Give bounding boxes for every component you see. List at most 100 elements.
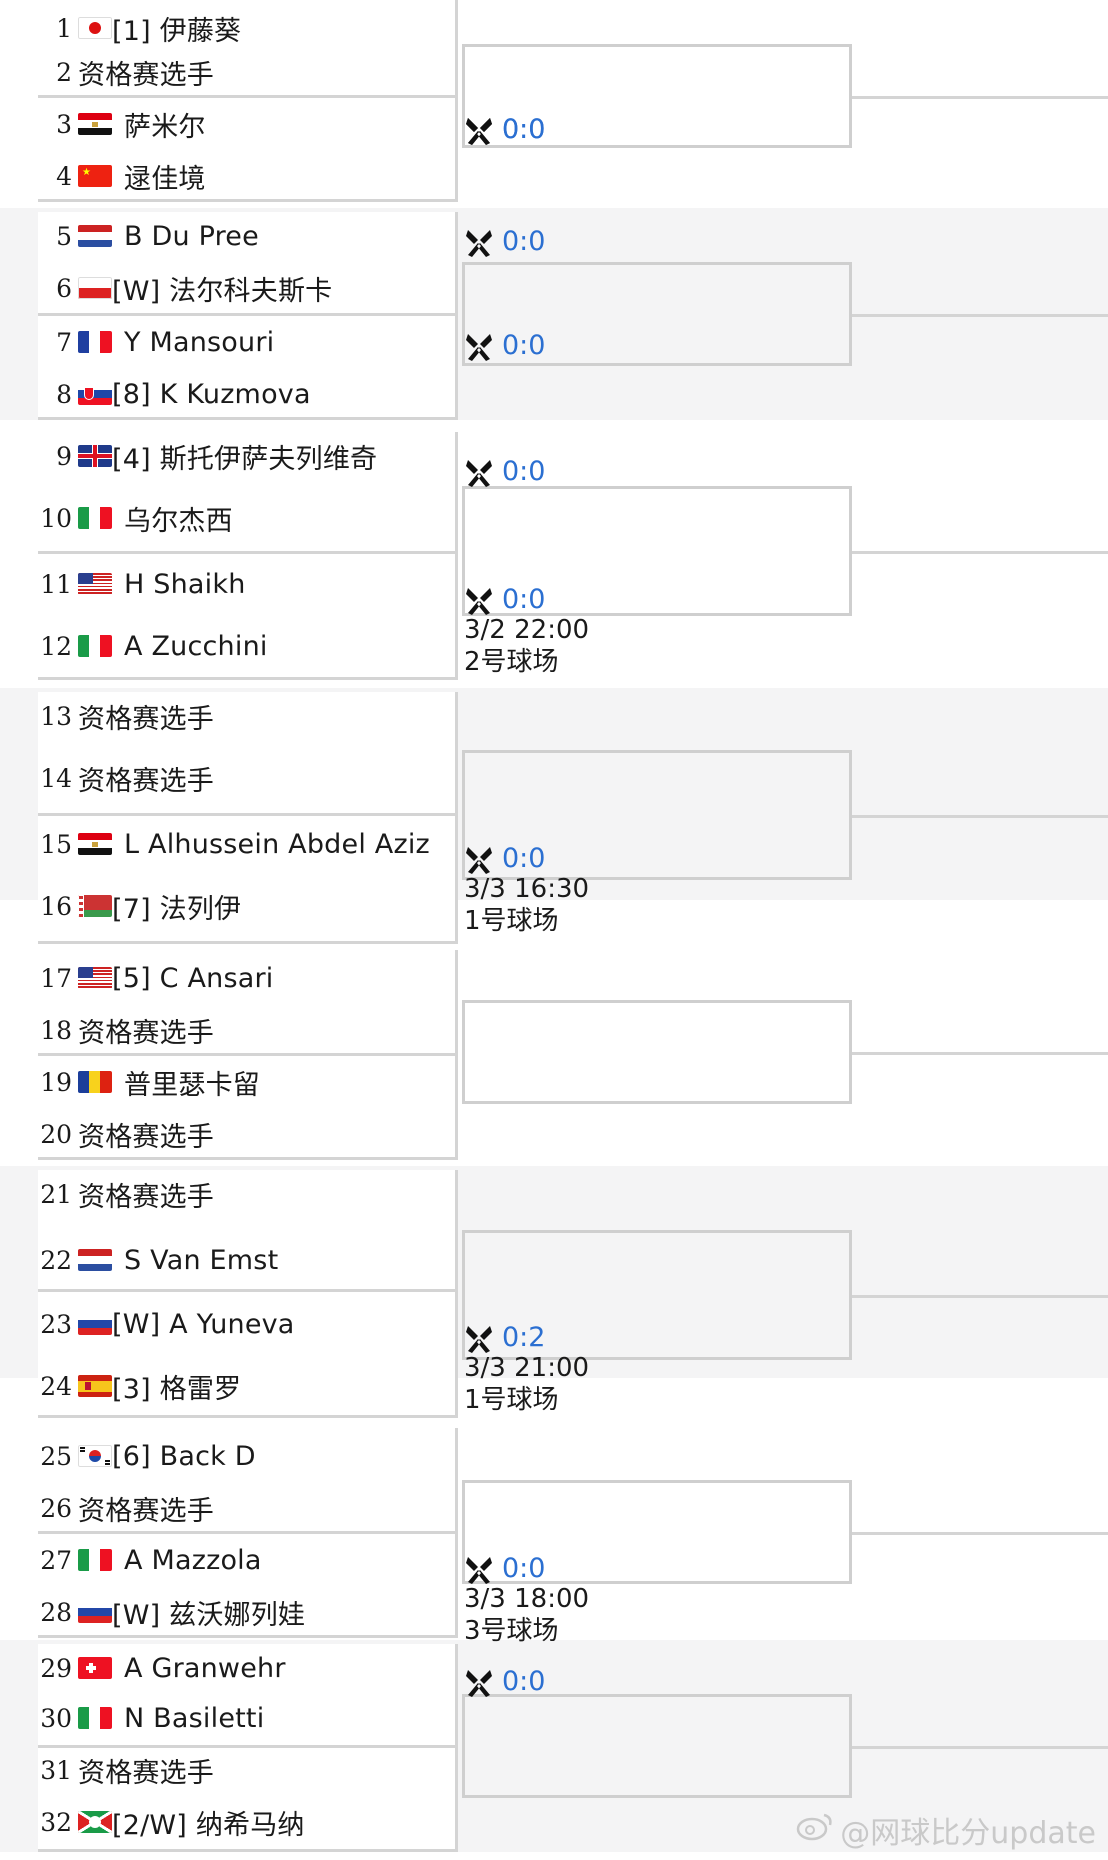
score-value: 0:2 — [502, 1322, 546, 1353]
match-score[interactable]: 0:0 — [464, 456, 545, 487]
second-round-box — [462, 486, 852, 616]
player-row[interactable]: 21 资格赛选手 — [38, 1168, 458, 1220]
match-score[interactable]: 0:0 — [464, 843, 545, 874]
second-round-box — [462, 1000, 852, 1104]
bracket-connector — [852, 1052, 1108, 1055]
player-row[interactable]: 18 资格赛选手 — [38, 1004, 458, 1056]
draw-position: 16 — [40, 891, 72, 921]
player-row[interactable]: 29 A Granwehr — [38, 1642, 458, 1694]
player-name: 资格赛选手 — [78, 1017, 214, 1049]
player-row[interactable]: 11 H Shaikh — [38, 558, 458, 610]
second-round-box — [462, 44, 852, 148]
player-row[interactable]: 5 B Du Pree — [38, 210, 458, 262]
draw-position: 11 — [40, 569, 72, 599]
draw-position: 4 — [56, 161, 72, 191]
player-row[interactable]: 1 [1] 伊藤葵 — [38, 2, 458, 54]
second-round-box — [462, 750, 852, 880]
player-row[interactable]: 3 萨米尔 — [38, 98, 458, 150]
match-schedule: 3/3 16:30 1号球场 — [464, 873, 589, 937]
player-row[interactable]: 23 [W] A Yuneva — [38, 1298, 458, 1350]
player-row[interactable]: 27 A Mazzola — [38, 1534, 458, 1586]
player-row[interactable]: 6 [W] 法尔科夫斯卡 — [38, 262, 458, 314]
watermark: @网球比分update — [796, 1808, 1096, 1852]
player-name: 资格赛选手 — [78, 1757, 214, 1789]
score-value: 0:0 — [502, 1666, 546, 1697]
match-score[interactable]: 0:0 — [464, 584, 545, 615]
match-score[interactable]: 0:2 — [464, 1322, 545, 1353]
player-name: [8] K Kuzmova — [112, 378, 311, 410]
burundi-flag-icon — [78, 1811, 112, 1833]
poland-flag-icon — [78, 277, 112, 299]
player-row[interactable]: 9 [4] 斯托伊萨夫列维奇 — [38, 430, 458, 482]
score-value: 0:0 — [502, 843, 546, 874]
match-score[interactable]: 0:0 — [464, 1666, 545, 1697]
player-row[interactable]: 17 [5] C Ansari — [38, 952, 458, 1004]
draw-position: 31 — [40, 1755, 72, 1785]
player-name: [1] 伊藤葵 — [112, 15, 242, 47]
player-row[interactable]: 26 资格赛选手 — [38, 1482, 458, 1534]
player-row[interactable]: 8 [8] K Kuzmova — [38, 368, 458, 420]
crossed-rackets-icon — [464, 1323, 494, 1353]
player-name: A Zucchini — [124, 630, 268, 662]
draw-position: 29 — [40, 1653, 72, 1683]
draw-position: 27 — [40, 1545, 72, 1575]
player-row[interactable]: 28 [W] 兹沃娜列娃 — [38, 1586, 458, 1638]
russia-flag-icon — [78, 1601, 112, 1623]
draw-position: 26 — [40, 1493, 72, 1523]
player-row[interactable]: 7 Y Mansouri — [38, 316, 458, 368]
draw-position: 3 — [56, 109, 72, 139]
netherlands-flag-icon — [78, 1249, 112, 1271]
player-row[interactable]: 30 N Basiletti — [38, 1692, 458, 1744]
second-round-box — [462, 1230, 852, 1360]
player-row[interactable]: 31 资格赛选手 — [38, 1744, 458, 1796]
slovakia-flag-icon — [78, 383, 112, 405]
score-value: 0:0 — [502, 456, 546, 487]
player-name: [2/W] 纳希马纳 — [112, 1809, 305, 1841]
match-score[interactable]: 0:0 — [464, 330, 545, 361]
italy-flag-icon — [78, 1707, 112, 1729]
match-schedule: 3/3 18:00 3号球场 — [464, 1583, 589, 1647]
bracket-connector — [852, 1746, 1108, 1749]
draw-position: 9 — [56, 441, 72, 471]
bracket-connector — [852, 96, 1108, 99]
crossed-rackets-icon — [464, 585, 494, 615]
player-row[interactable]: 24 [3] 格雷罗 — [38, 1360, 458, 1412]
match-court: 1号球场 — [464, 1385, 559, 1415]
draw-position: 18 — [40, 1015, 72, 1045]
player-row[interactable]: 13 资格赛选手 — [38, 690, 458, 742]
crossed-rackets-icon — [464, 844, 494, 874]
draw-position: 1 — [56, 13, 72, 43]
player-row[interactable]: 20 资格赛选手 — [38, 1108, 458, 1160]
italy-flag-icon — [78, 1549, 112, 1571]
score-value: 0:0 — [502, 226, 546, 257]
italy-flag-icon — [78, 507, 112, 529]
draw-position: 2 — [56, 57, 72, 87]
player-row[interactable]: 12 A Zucchini — [38, 620, 458, 672]
player-name: [W] 法尔科夫斯卡 — [112, 275, 333, 307]
player-row[interactable]: 2 资格赛选手 — [38, 46, 458, 98]
draw-position: 10 — [40, 503, 72, 533]
match-score[interactable]: 0:0 — [464, 114, 545, 145]
draw-position: 21 — [40, 1179, 72, 1209]
draw-position: 25 — [40, 1441, 72, 1471]
bracket-connector — [852, 815, 1108, 818]
player-row[interactable]: 10 乌尔杰西 — [38, 492, 458, 544]
draw-position: 7 — [56, 327, 72, 357]
player-name: [3] 格雷罗 — [112, 1373, 242, 1405]
player-row[interactable]: 25 [6] Back D — [38, 1430, 458, 1482]
player-row[interactable]: 4 ★ 逯佳境 — [38, 150, 458, 202]
weibo-logo-icon — [796, 1811, 834, 1849]
score-value: 0:0 — [502, 584, 546, 615]
player-row[interactable]: 16 [7] 法列伊 — [38, 880, 458, 932]
match-score[interactable]: 0:0 — [464, 1553, 545, 1584]
player-row[interactable]: 15 L Alhussein Abdel Aziz — [38, 818, 458, 870]
match-score[interactable]: 0:0 — [464, 226, 545, 257]
player-row[interactable]: 14 资格赛选手 — [38, 752, 458, 804]
draw-position: 20 — [40, 1119, 72, 1149]
first-round-pair — [38, 0, 458, 98]
player-row[interactable]: 32 [2/W] 纳希马纳 — [38, 1796, 458, 1848]
player-row[interactable]: 19 普里瑟卡留 — [38, 1056, 458, 1108]
draw-position: 24 — [40, 1371, 72, 1401]
draw-position: 6 — [56, 273, 72, 303]
player-row[interactable]: 22 S Van Emst — [38, 1234, 458, 1286]
